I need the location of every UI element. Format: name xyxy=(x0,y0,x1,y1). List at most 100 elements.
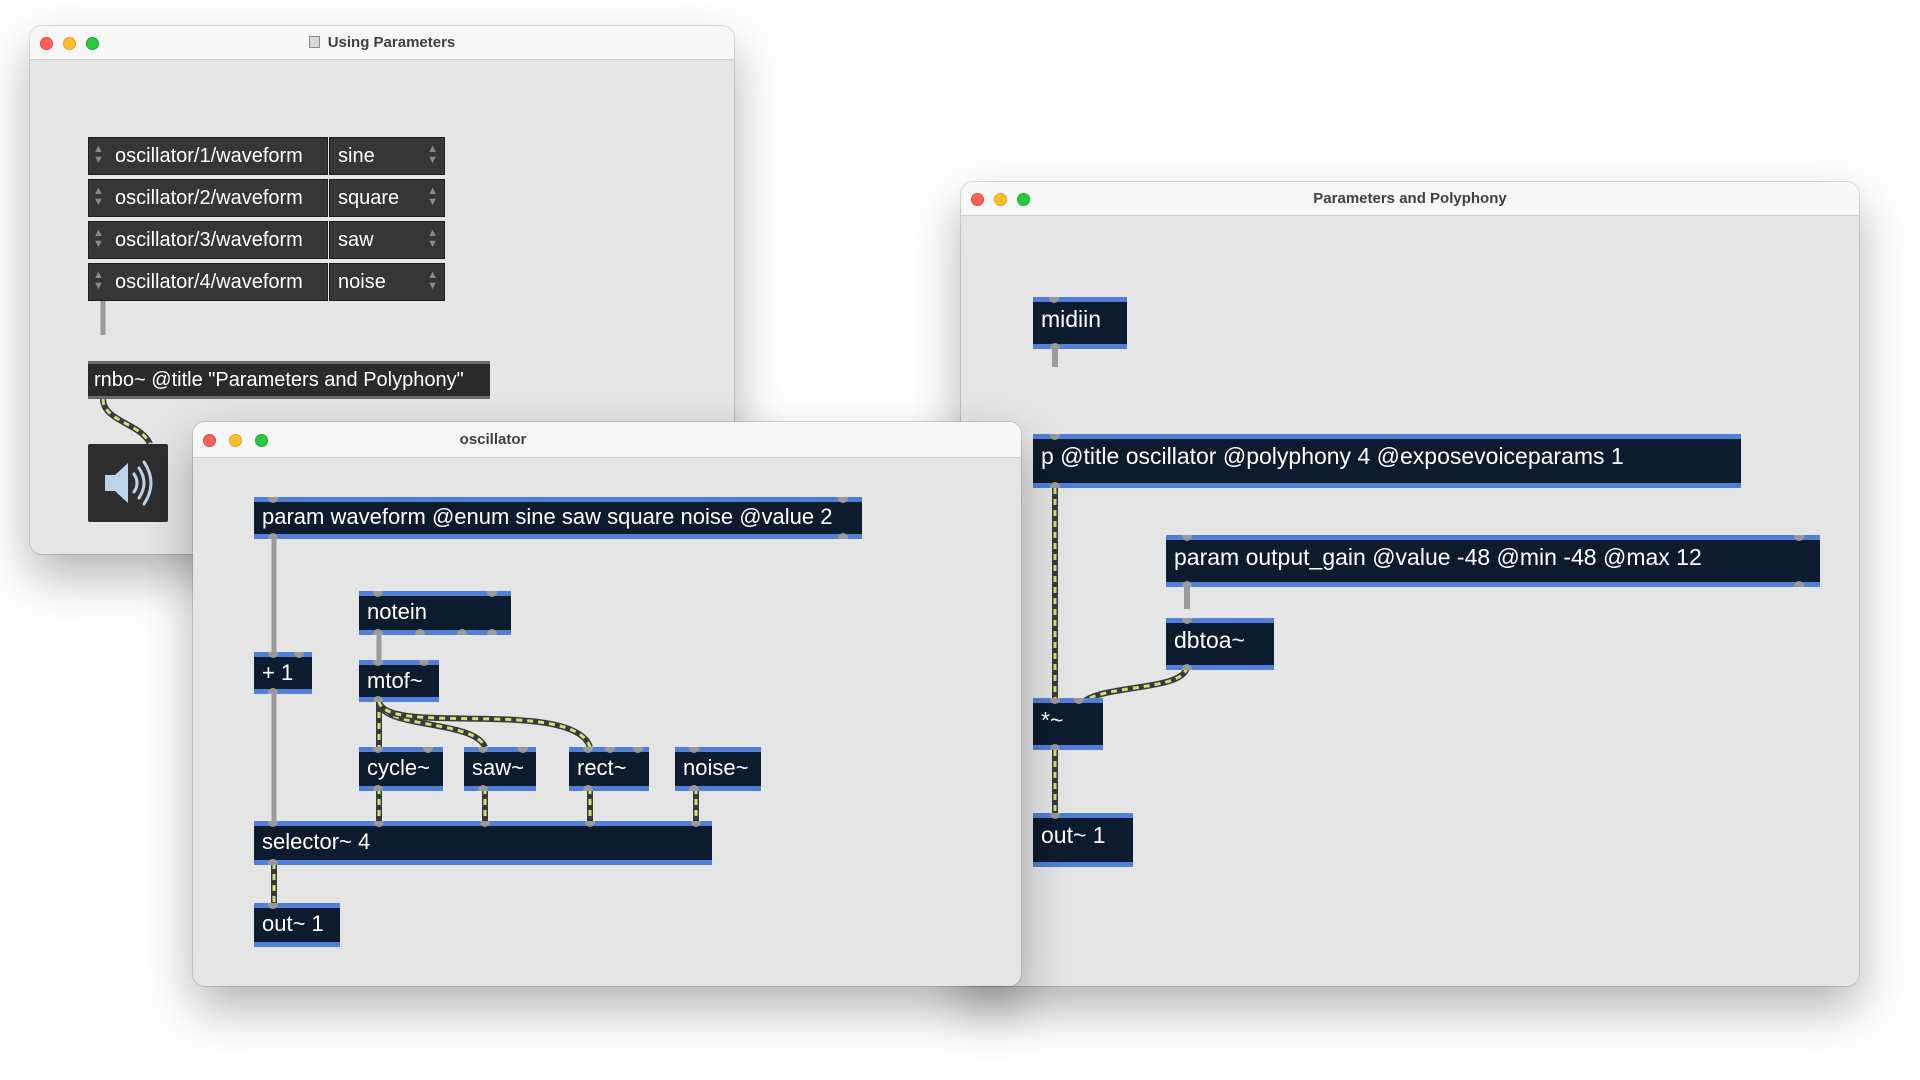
inlet[interactable] xyxy=(373,660,383,666)
rnbo-object[interactable]: rnbo~ @title "Parameters and Polyphony" xyxy=(88,361,490,399)
close-button[interactable] xyxy=(971,193,984,206)
inlet[interactable] xyxy=(1182,618,1192,624)
titlebar[interactable]: Using Parameters xyxy=(30,26,734,60)
close-button[interactable] xyxy=(203,434,216,447)
inlet[interactable] xyxy=(1794,535,1804,541)
object-text: rect~ xyxy=(577,755,627,780)
window-oscillator: oscillator xyxy=(193,422,1021,986)
patch-cord[interactable] xyxy=(100,398,153,446)
minimize-button[interactable] xyxy=(229,434,242,447)
inlet[interactable] xyxy=(268,652,278,658)
out-object[interactable]: out~ 1 xyxy=(1033,813,1133,867)
outlet[interactable] xyxy=(373,785,383,791)
param-value-menu[interactable]: square ▲▼ xyxy=(329,179,445,217)
outlet[interactable] xyxy=(1182,664,1192,670)
outlet[interactable] xyxy=(689,785,699,791)
outlet[interactable] xyxy=(1182,581,1192,587)
inlet[interactable] xyxy=(605,747,615,753)
inlet[interactable] xyxy=(478,747,488,753)
out-object[interactable]: out~ 1 xyxy=(254,903,340,947)
inlet[interactable] xyxy=(583,747,593,753)
param-name-menu[interactable]: ▲▼ oscillator/3/waveform xyxy=(88,221,328,259)
cycle-object[interactable]: cycle~ xyxy=(359,747,443,791)
param-value-menu[interactable]: saw ▲▼ xyxy=(329,221,445,259)
close-button[interactable] xyxy=(40,37,53,50)
inlet[interactable] xyxy=(294,652,304,658)
param-name-label: oscillator/1/waveform xyxy=(115,145,303,167)
inlet[interactable] xyxy=(374,821,384,827)
inlet[interactable] xyxy=(373,747,383,753)
outlet[interactable] xyxy=(1050,482,1060,488)
inlet[interactable] xyxy=(1050,434,1060,440)
outlet[interactable] xyxy=(1050,343,1060,349)
document-icon xyxy=(308,36,320,48)
outlet[interactable] xyxy=(478,785,488,791)
patcher-canvas[interactable]: ▲▼ oscillator/1/waveform sine ▲▼ ▲▼ osci… xyxy=(30,59,734,554)
outlet[interactable] xyxy=(487,629,497,635)
rect-object[interactable]: rect~ xyxy=(569,747,649,791)
param-value-menu[interactable]: sine ▲▼ xyxy=(329,137,445,175)
inlet[interactable] xyxy=(585,821,595,827)
midiin-object[interactable]: midiin xyxy=(1033,297,1127,349)
inlet[interactable] xyxy=(373,591,383,597)
noise-object[interactable]: noise~ xyxy=(675,747,761,791)
notein-object[interactable]: notein xyxy=(359,591,511,635)
outlet[interactable] xyxy=(268,859,278,865)
inlet[interactable] xyxy=(689,747,699,753)
param-value-label: sine xyxy=(338,145,375,167)
zoom-button[interactable] xyxy=(86,37,99,50)
titlebar[interactable]: Parameters and Polyphony xyxy=(961,182,1859,216)
object-text: selector~ 4 xyxy=(262,829,371,854)
patcher-canvas[interactable]: param waveform @enum sine saw square noi… xyxy=(193,457,1021,986)
inlet[interactable] xyxy=(691,821,701,827)
inlet[interactable] xyxy=(1074,698,1084,704)
mtof-object[interactable]: mtof~ xyxy=(359,660,439,702)
p-oscillator-object[interactable]: p @title oscillator @polyphony 4 @expose… xyxy=(1033,434,1741,488)
outlet[interactable] xyxy=(457,629,467,635)
patch-cords xyxy=(271,537,699,903)
param-output-gain-object[interactable]: param output_gain @value -48 @min -48 @m… xyxy=(1166,535,1820,587)
outlet[interactable] xyxy=(268,688,278,694)
multiply-signal-object[interactable]: *~ xyxy=(1033,698,1103,750)
outlet[interactable] xyxy=(415,629,425,635)
saw-object[interactable]: saw~ xyxy=(464,747,536,791)
inlet[interactable] xyxy=(423,747,433,753)
param-name-menu[interactable]: ▲▼ oscillator/1/waveform xyxy=(88,137,328,175)
outlet[interactable] xyxy=(838,533,848,539)
inlet[interactable] xyxy=(633,747,643,753)
zoom-button[interactable] xyxy=(1017,193,1030,206)
minimize-button[interactable] xyxy=(63,37,76,50)
param-name-menu[interactable]: ▲▼ oscillator/2/waveform xyxy=(88,179,328,217)
param-value-menu[interactable]: noise ▲▼ xyxy=(329,263,445,301)
inlet[interactable] xyxy=(1050,813,1060,819)
inlet[interactable] xyxy=(480,821,490,827)
inlet[interactable] xyxy=(487,591,497,597)
outlet[interactable] xyxy=(373,696,383,702)
minimize-button[interactable] xyxy=(994,193,1007,206)
inlet[interactable] xyxy=(838,497,848,503)
titlebar[interactable]: oscillator xyxy=(193,422,1021,458)
stepper-icon: ▲▼ xyxy=(93,269,104,292)
outlet[interactable] xyxy=(373,629,383,635)
plus-one-object[interactable]: + 1 xyxy=(254,652,312,694)
ezdac-button[interactable] xyxy=(88,444,168,522)
param-name-menu[interactable]: ▲▼ oscillator/4/waveform xyxy=(88,263,328,301)
inlet[interactable] xyxy=(268,821,278,827)
outlet[interactable] xyxy=(583,785,593,791)
inlet[interactable] xyxy=(518,747,528,753)
inlet[interactable] xyxy=(1050,698,1060,704)
outlet[interactable] xyxy=(1794,581,1804,587)
dbtoa-object[interactable]: dbtoa~ xyxy=(1166,618,1274,670)
outlet[interactable] xyxy=(1050,744,1060,750)
param-waveform-object[interactable]: param waveform @enum sine saw square noi… xyxy=(254,497,862,539)
object-text: *~ xyxy=(1041,707,1064,733)
outlet[interactable] xyxy=(268,533,278,539)
inlet[interactable] xyxy=(268,903,278,909)
inlet[interactable] xyxy=(419,660,429,666)
inlet[interactable] xyxy=(268,497,278,503)
inlet[interactable] xyxy=(1049,297,1059,303)
inlet[interactable] xyxy=(1182,535,1192,541)
zoom-button[interactable] xyxy=(255,434,268,447)
selector-object[interactable]: selector~ 4 xyxy=(254,821,712,865)
patcher-canvas[interactable]: midiin p @title oscillator @polyphony 4 … xyxy=(961,215,1859,986)
